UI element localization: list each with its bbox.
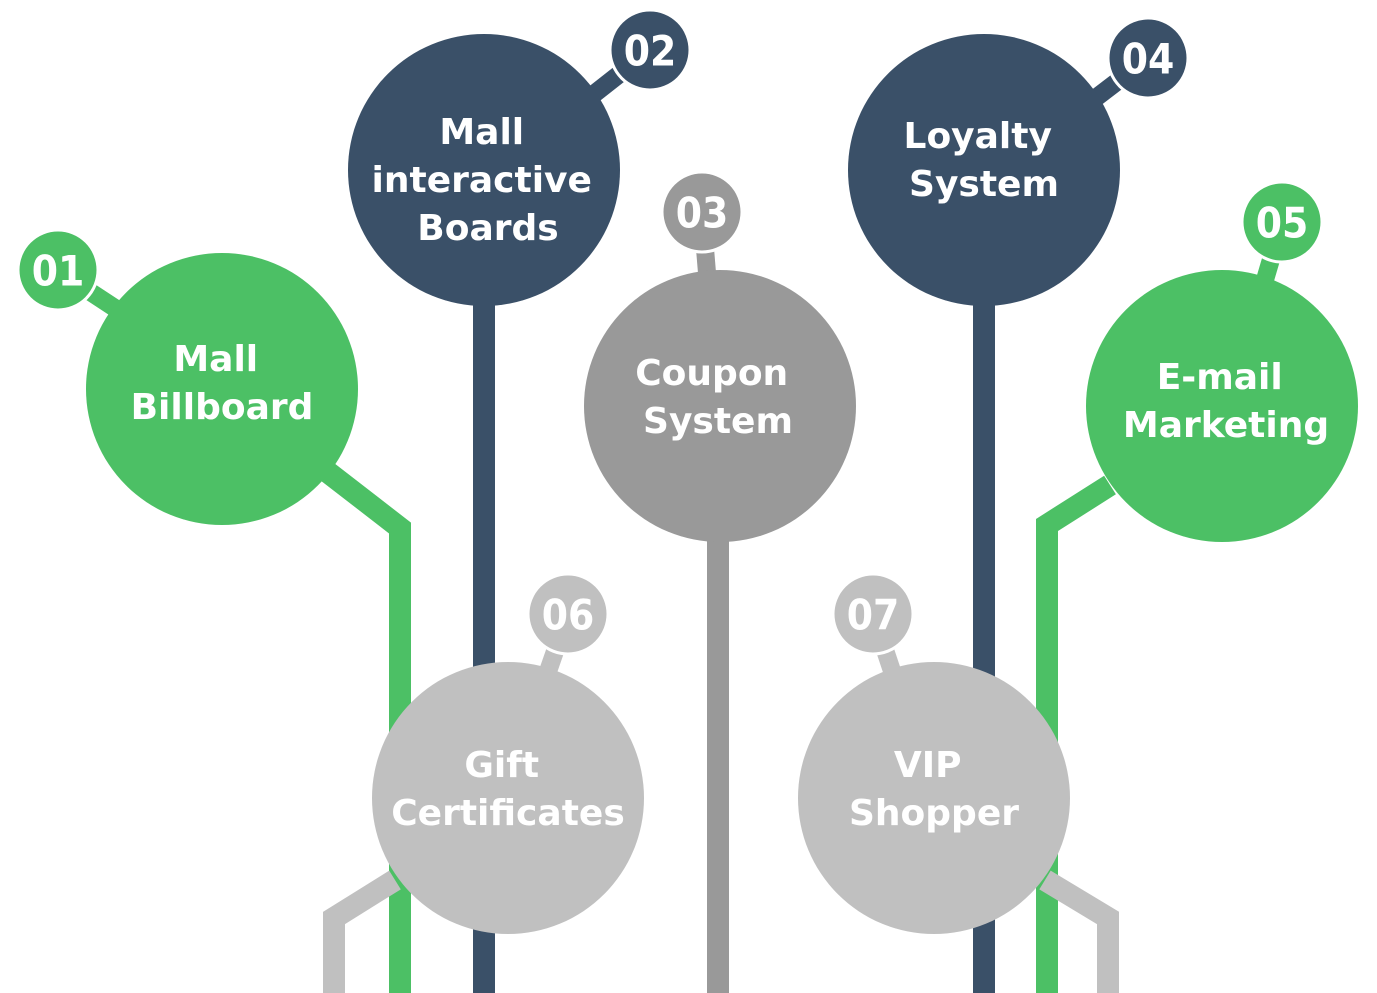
- number-badge-02: [608, 8, 692, 92]
- number-label-05: 05: [1256, 199, 1309, 248]
- stem-07: [1039, 870, 1119, 993]
- node-06: 06 Gift Certificates: [372, 572, 644, 934]
- number-label-04: 04: [1122, 35, 1175, 84]
- main-label-07: VIP Shopper: [849, 745, 1019, 834]
- node-05: 05 E-mail Marketing: [1086, 180, 1358, 542]
- number-badge-04: [1106, 16, 1190, 100]
- main-circle-02: [348, 34, 620, 306]
- number-badge-06: [526, 572, 610, 656]
- node-04: 04 Loyalty System: [848, 16, 1190, 306]
- number-badge-07: [831, 572, 915, 656]
- number-label-07: 07: [847, 591, 900, 640]
- number-label-02: 02: [624, 27, 677, 76]
- main-label-02: Mall interactive Boards: [372, 112, 605, 249]
- node-07: 07 VIP Shopper: [798, 572, 1070, 934]
- main-circle-07: [798, 662, 1070, 934]
- number-badge-03: [660, 170, 744, 254]
- main-circle-04: [848, 34, 1120, 306]
- main-label-06: Gift Certificates: [391, 745, 625, 834]
- main-circle-01: [86, 253, 358, 525]
- node-02: 02 Mall interactive Boards: [348, 8, 692, 306]
- number-label-06: 06: [542, 591, 595, 640]
- number-badge-05: [1240, 180, 1324, 264]
- main-label-03: Coupon System: [635, 353, 800, 442]
- main-label-04: Loyalty System: [904, 116, 1065, 205]
- main-circle-06: [372, 662, 644, 934]
- number-label-01: 01: [32, 247, 85, 296]
- main-label-01: Mall Billboard: [131, 339, 314, 428]
- node-01: 01 Mall Billboard: [16, 228, 358, 525]
- node-03: 03 Coupon System: [584, 170, 856, 542]
- main-circle-03: [584, 270, 856, 542]
- number-label-03: 03: [676, 189, 729, 238]
- stem-06: [323, 870, 401, 993]
- main-circle-05: [1086, 270, 1358, 542]
- number-badge-01: [16, 228, 100, 312]
- main-label-05: E-mail Marketing: [1123, 357, 1329, 446]
